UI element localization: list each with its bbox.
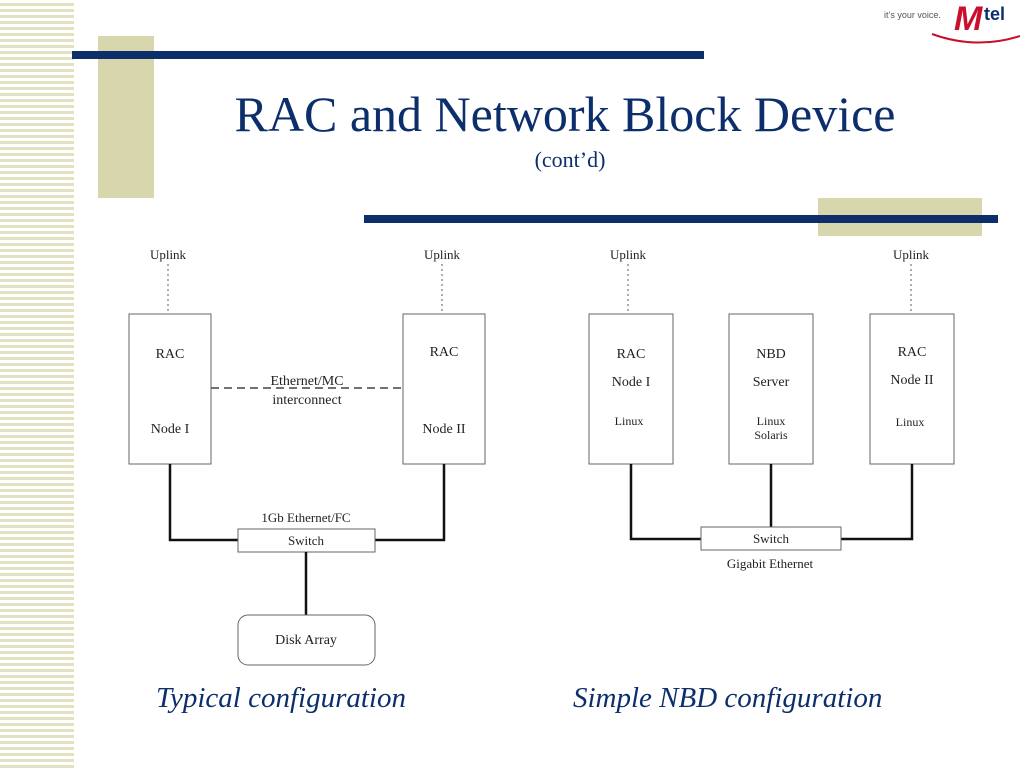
nbd-server-os2: Solaris — [754, 428, 788, 442]
nbd-node1-to-switch-link — [629, 464, 701, 541]
nbd-node2-line1: RAC — [898, 345, 927, 360]
nbd-switch-box — [700, 526, 842, 551]
top-rule — [72, 51, 704, 59]
typical-interconnect-label-1: Ethernet/MC — [270, 374, 343, 389]
nbd-node2-to-switch-link — [841, 464, 914, 541]
nbd-server-os1: Linux — [757, 414, 786, 428]
nbd-switch-bottom-label: Gigabit Ethernet — [727, 556, 814, 571]
logo-wordmark: tel — [984, 4, 1005, 24]
nbd-node2-box — [869, 313, 955, 465]
nbd-uplink-left-label: Uplink — [610, 247, 647, 262]
nbd-node1-line1: RAC — [617, 347, 646, 362]
nbd-node2-os: Linux — [896, 415, 925, 429]
nbd-node1-os: Linux — [615, 414, 644, 428]
typical-config-diagram: Uplink Uplink RAC Node I RAC Node II Eth… — [128, 247, 486, 666]
tan-block-left — [98, 36, 154, 198]
typical-node1-box — [128, 313, 212, 465]
left-stripe-decoration — [0, 0, 74, 768]
typical-uplink-right-label: Uplink — [424, 247, 461, 262]
typical-switch-top-label: 1Gb Ethernet/FC — [261, 510, 350, 525]
typical-node2-line2: Node II — [422, 422, 465, 437]
typical-uplink-left-label: Uplink — [150, 247, 187, 262]
bottom-rule — [364, 215, 998, 223]
typical-node2-box — [402, 313, 486, 465]
nbd-switch-label: Switch — [753, 531, 790, 546]
typical-interconnect-label-2: interconnect — [272, 393, 341, 408]
nbd-caption: Simple NBD configuration — [573, 682, 883, 714]
logo-swoosh — [931, 33, 1021, 44]
typical-node1-line2: Node I — [151, 422, 190, 437]
nbd-server-line1: NBD — [756, 347, 786, 362]
typical-node2-to-switch-link — [375, 464, 446, 542]
typical-switch-label: Switch — [288, 533, 325, 548]
nbd-config-diagram: Uplink Uplink RAC Node I Linux NBD Serve… — [588, 247, 955, 571]
nbd-node2-line2: Node II — [890, 373, 933, 388]
typical-disk-array-label: Disk Array — [275, 633, 337, 648]
typical-node1-line1: RAC — [156, 347, 185, 362]
logo-mark: M — [954, 0, 983, 38]
typical-caption: Typical configuration — [156, 682, 406, 714]
typical-node2-line1: RAC — [430, 345, 459, 360]
nbd-server-line2: Server — [753, 375, 790, 390]
nbd-node1-line2: Node I — [612, 375, 651, 390]
typical-node1-to-switch-link — [168, 464, 238, 542]
typical-disk-array-box — [237, 614, 376, 666]
nbd-node1-box — [588, 313, 674, 465]
mtel-logo: it’s your voice. M tel — [884, 0, 1021, 44]
page-subtitle: (cont’d) — [534, 147, 606, 172]
nbd-uplink-right-label: Uplink — [893, 247, 930, 262]
page-title: RAC and Network Block Device — [234, 86, 896, 142]
nbd-server-box — [728, 313, 814, 465]
logo-tagline: it’s your voice. — [884, 10, 941, 20]
